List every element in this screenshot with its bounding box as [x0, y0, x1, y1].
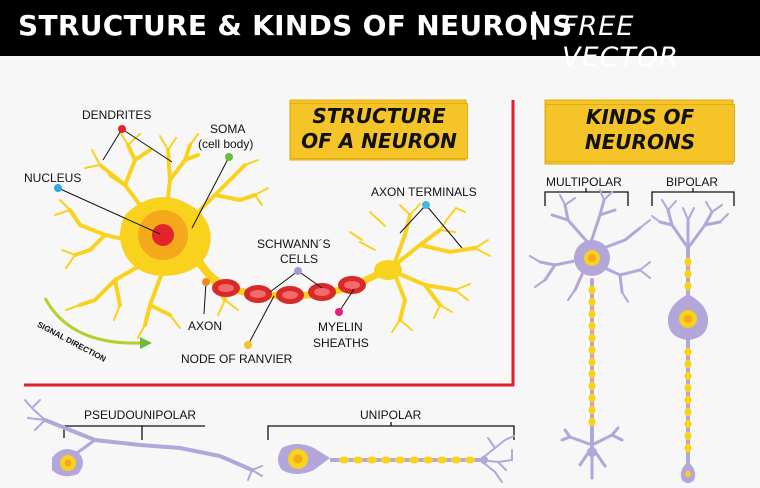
label-soma-sub: (cell body) [198, 137, 254, 151]
axon-terminals [349, 203, 491, 333]
structure-title-line1: STRUCTURE [312, 104, 446, 128]
label-soma: SOMA [210, 122, 246, 136]
label-multipolar: MULTIPOLAR [546, 175, 622, 189]
structure-title-box: STRUCTURE OF A NEURON [290, 103, 468, 159]
page-subtitle: FREE VECTOR [562, 11, 679, 73]
main-neuron-dendrites-fine [54, 131, 269, 339]
pseudounipolar-neuron [24, 399, 263, 481]
signal-arrow [43, 297, 141, 345]
kinds-title-line2: NEURONS [584, 130, 696, 154]
leader-dots [54, 125, 430, 349]
section-divider [24, 100, 515, 387]
signal-arrowhead [140, 337, 152, 349]
multipolar-myelin [588, 285, 596, 427]
kinds-title-box: KINDS OF NEURONS [545, 104, 735, 162]
nucleus [152, 224, 174, 246]
label-pseudounipolar: PSEUDOUNIPOLAR [84, 408, 197, 422]
bipolar-neuron [651, 199, 729, 483]
multipolar-neuron [529, 189, 651, 480]
kinds-title-line1: KINDS OF [585, 105, 695, 129]
unipolar-myelin [339, 456, 475, 464]
page-title: STRUCTURE & KINDS OF NEURONS [18, 9, 573, 42]
label-node-of-ranvier: NODE OF RANVIER [181, 352, 293, 366]
bipolar-myelin [684, 257, 692, 453]
label-unipolar: UNIPOLAR [360, 408, 422, 422]
myelin-sheaths [212, 276, 366, 304]
unipolar-neuron [278, 435, 515, 483]
header-bar: STRUCTURE & KINDS OF NEURONS | FREE VECT… [0, 0, 760, 73]
label-bipolar: BIPOLAR [666, 175, 719, 189]
label-dendrites: DENDRITES [82, 108, 152, 122]
label-schwann-line2: CELLS [280, 252, 319, 266]
label-axon-terminals: AXON TERMINALS [371, 185, 477, 199]
label-axon: AXON [188, 319, 223, 333]
structure-title-line2: OF A NEURON [301, 129, 457, 153]
kind-brackets [63, 188, 735, 440]
label-myelin-line1: MYELIN [318, 320, 363, 334]
title-separator: | [530, 7, 539, 40]
leader-lines [57, 128, 463, 346]
label-schwann-line1: SCHWANN´S [257, 237, 331, 251]
label-myelin-line2: SHEATHS [313, 336, 369, 350]
label-nucleus: NUCLEUS [24, 171, 82, 185]
